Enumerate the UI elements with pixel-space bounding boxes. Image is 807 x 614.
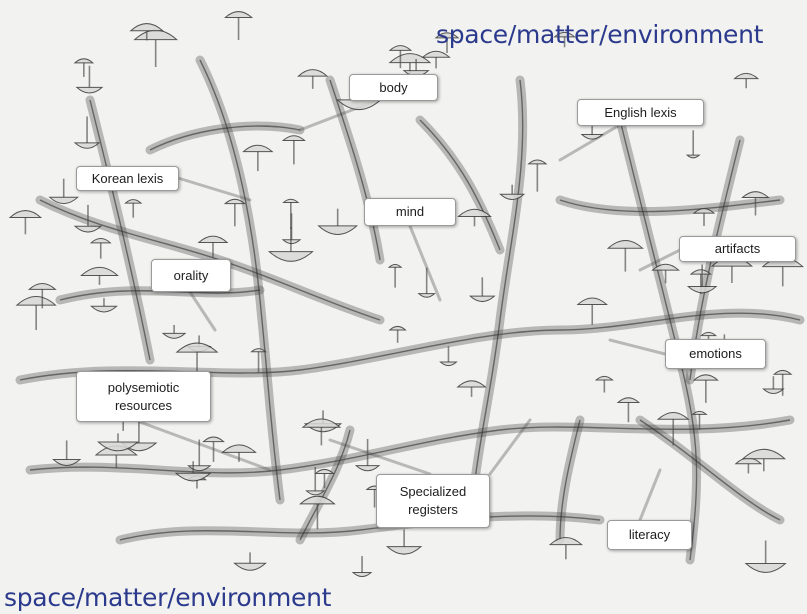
mushroom-31 <box>470 277 494 301</box>
environment-label-bottom: space/matter/environment <box>4 583 331 612</box>
mushroom-33 <box>387 529 421 554</box>
mushroom-72 <box>50 179 78 204</box>
mushroom-25 <box>283 136 304 165</box>
leader-line-7 <box>140 422 270 470</box>
mushroom-57 <box>578 298 607 325</box>
mushroom-65 <box>389 264 401 287</box>
label-mind: mind <box>364 198 456 226</box>
mushroom-77 <box>203 437 223 462</box>
label-specialized-registers: Specialized registers <box>376 474 490 528</box>
mushroom-54 <box>618 398 639 422</box>
mushroom-4 <box>135 30 177 67</box>
branch-12 <box>420 120 500 250</box>
label-artifacts: artifacts <box>679 236 796 262</box>
mushroom-47 <box>91 239 110 259</box>
leader-line-10 <box>640 470 660 520</box>
mushroom-61 <box>269 227 312 261</box>
mushroom-49 <box>225 199 244 226</box>
mushroom-67 <box>687 130 699 158</box>
mushroom-18 <box>10 211 41 235</box>
mushroom-27 <box>91 298 116 312</box>
environment-label-top: space/matter/environment <box>436 20 763 49</box>
label-literacy: literacy <box>607 520 692 550</box>
leader-line-3 <box>410 226 440 300</box>
mushroom-88 <box>298 70 327 89</box>
mushroom-40 <box>163 325 185 338</box>
label-polysemiotic-resources: polysemiotic resources <box>76 371 211 422</box>
leader-line-5 <box>190 292 215 330</box>
mushroom-83 <box>608 241 642 272</box>
mushroom-10 <box>596 376 612 392</box>
branch-11 <box>120 516 600 540</box>
mushroom-74 <box>125 200 141 218</box>
mushroom-55 <box>550 538 581 560</box>
mushroom-70 <box>235 552 266 570</box>
label-body: body <box>349 74 438 101</box>
leader-line-1 <box>560 126 618 160</box>
leader-lines <box>140 100 680 520</box>
mushroom-76 <box>694 375 717 403</box>
mushroom-89 <box>763 376 783 393</box>
mushroom-46 <box>53 440 80 465</box>
mushroom-56 <box>440 346 456 365</box>
mushroom-75 <box>319 209 357 235</box>
mushroom-63 <box>243 145 272 171</box>
branch-10 <box>560 200 780 212</box>
label-orality: orality <box>151 259 231 292</box>
mushroom-0 <box>390 326 406 342</box>
label-korean-lexis: Korean lexis <box>76 166 179 191</box>
mushroom-42 <box>188 440 210 471</box>
mushroom-5 <box>353 556 371 576</box>
mushroom-60 <box>694 209 714 226</box>
mushroom-64 <box>458 381 486 397</box>
mushroom-11 <box>77 66 102 93</box>
mushroom-73 <box>735 73 758 88</box>
mushroom-6 <box>529 160 546 192</box>
branch-13 <box>150 126 300 150</box>
label-emotions: emotions <box>665 339 766 369</box>
mushroom-51 <box>736 458 761 473</box>
mushroom-80 <box>81 267 117 284</box>
leader-line-6 <box>610 340 665 354</box>
mushroom-81 <box>225 12 251 40</box>
mushroom-15 <box>746 541 786 573</box>
label-english-lexis: English lexis <box>577 99 704 126</box>
mushroom-23 <box>17 296 56 330</box>
